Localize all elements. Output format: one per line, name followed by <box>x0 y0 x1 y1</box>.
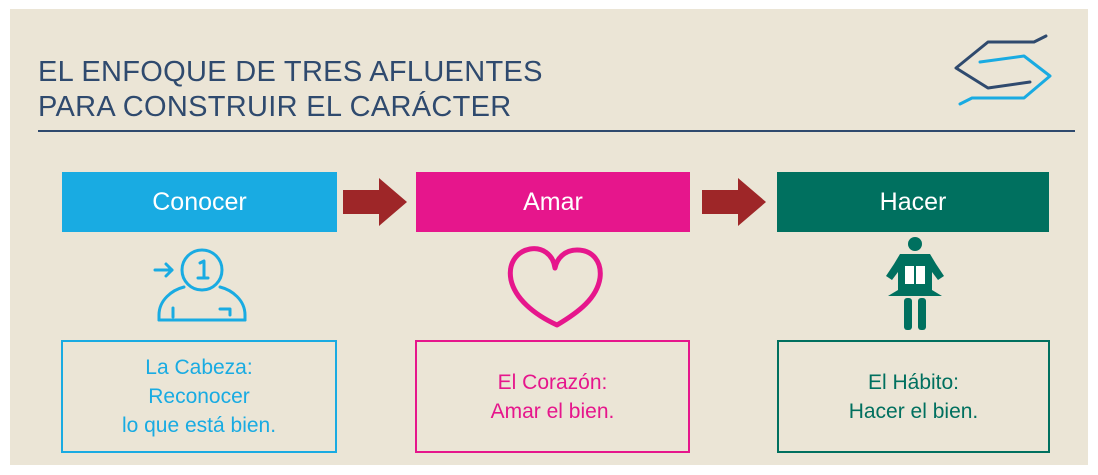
stage-conocer: Conocer <box>62 172 337 232</box>
title-line-1: EL ENFOQUE DE TRES AFLUENTES <box>38 56 543 88</box>
description-box-habito: El Hábito: Hacer el bien. <box>777 340 1050 453</box>
heart-icon <box>507 246 603 328</box>
description-box-corazon: El Corazón: Amar el bien. <box>415 340 690 453</box>
box-line: Hacer el bien. <box>848 399 979 423</box>
box-line: El Hábito: <box>867 370 960 394</box>
box-line: La Cabeza: <box>145 356 253 379</box>
stage-label-amar: Amar <box>523 187 583 216</box>
stage-label-conocer: Conocer <box>152 187 247 216</box>
right-arrow-icon <box>343 178 407 226</box>
box-line: Amar el bien. <box>490 399 615 423</box>
box-line: El Corazón: <box>497 370 608 394</box>
double-arrow-exchange-icon <box>954 34 1052 106</box>
right-arrow-icon <box>702 178 766 226</box>
title-line-2: PARA CONSTRUIR EL CARÁCTER <box>38 91 512 123</box>
stage-label-hacer: Hacer <box>879 187 947 216</box>
person-giving-gift-icon <box>886 237 944 330</box>
title-divider <box>38 130 1075 132</box>
head-person-icon <box>153 248 247 322</box>
box-line: Reconocer <box>148 385 250 408</box>
stage-hacer: Hacer <box>777 172 1049 232</box>
box-line: lo que está bien. <box>121 414 277 437</box>
description-box-cabeza: La Cabeza: Reconocer lo que está bien. <box>61 340 337 453</box>
stage-amar: Amar <box>416 172 690 232</box>
background-panel <box>10 9 1088 465</box>
page-title: EL ENFOQUE DE TRES AFLUENTES PARA CONSTR… <box>38 55 543 125</box>
